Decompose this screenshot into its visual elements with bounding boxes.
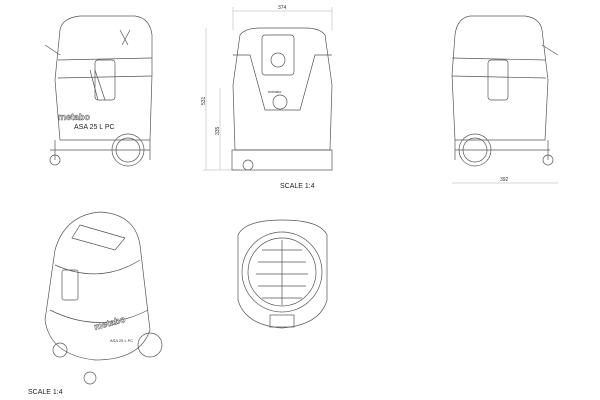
scale-label-front: SCALE 1:4 [280, 183, 315, 190]
dim-width: 374 [278, 5, 287, 11]
model-label: ASA 25 L PC [74, 124, 115, 131]
isometric-view: metabo ASA 25 L PC [44, 211, 163, 385]
front-view: 374 531 335 metabo [201, 5, 333, 171]
svg-text:metabo: metabo [268, 89, 282, 94]
top-view [237, 219, 328, 329]
brand-logo: metabo [58, 112, 91, 122]
dim-depth: 392 [500, 177, 509, 183]
scale-label-iso: SCALE 1:4 [28, 389, 63, 396]
dim-height-body: 335 [215, 126, 221, 135]
svg-text:ASA 25 L PC: ASA 25 L PC [110, 338, 133, 343]
side-view-right: 392 [451, 15, 559, 184]
svg-text:metabo: metabo [93, 314, 127, 332]
side-view-left: metabo [44, 15, 153, 167]
dim-height-total: 531 [201, 96, 207, 105]
